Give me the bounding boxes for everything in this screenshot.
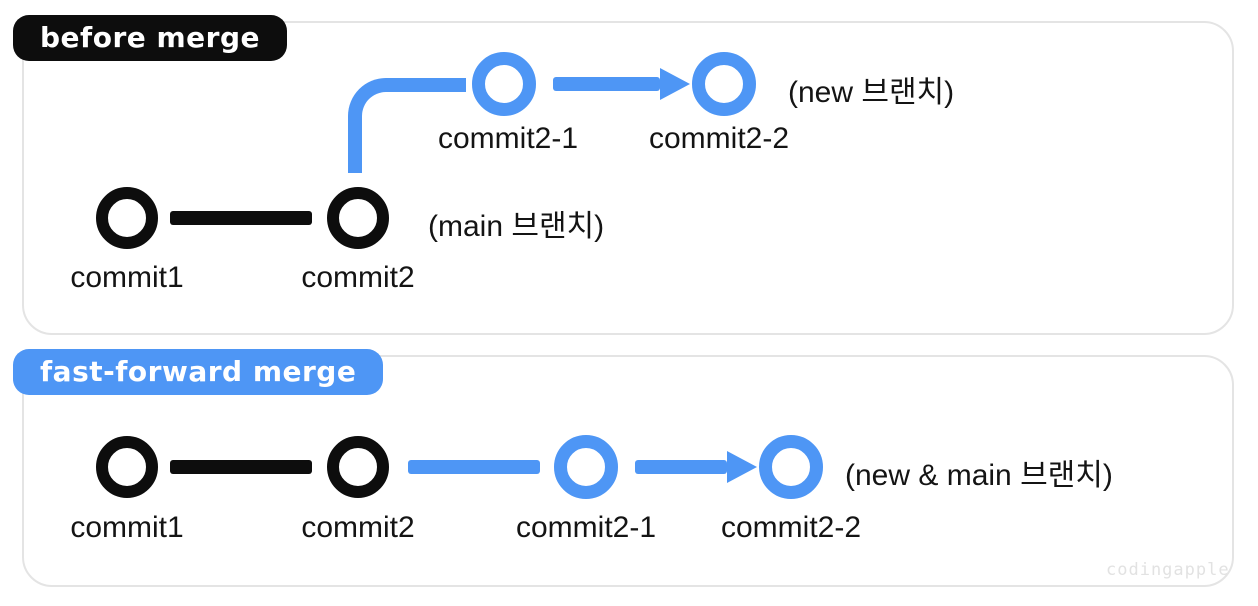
commit2-2-node-before <box>692 52 756 116</box>
commit1-node-ff <box>96 436 158 498</box>
edge-commit2-commit2-1-ff <box>408 460 540 474</box>
commit2-label-before: commit2 <box>301 261 415 294</box>
commit2-1-node-before <box>472 52 536 116</box>
commit2-1-node-ff <box>554 435 618 499</box>
commit1-label-ff: commit1 <box>70 511 184 544</box>
commit2-2-label-before: commit2-2 <box>648 122 790 155</box>
commit2-1-label-before: commit2-1 <box>437 122 579 155</box>
before-merge-panel <box>22 21 1234 335</box>
watermark: codingapple <box>1106 560 1230 580</box>
branch-fork-curve <box>348 78 466 173</box>
edge-commit1-commit2-before <box>170 211 312 225</box>
commit2-node-before <box>327 187 389 249</box>
commit2-2-label-ff: commit2-2 <box>720 511 862 544</box>
edge-commit1-commit2-ff <box>170 460 312 474</box>
before-merge-badge: before merge <box>13 15 288 61</box>
arrow-head-icon-before <box>660 68 690 100</box>
fast-forward-merge-badge: fast-forward merge <box>13 349 384 395</box>
commit2-node-ff <box>327 436 389 498</box>
commit1-label-before: commit1 <box>70 261 184 294</box>
arrow-shaft-before <box>553 77 660 91</box>
arrow-shaft-ff <box>635 460 727 474</box>
main-branch-annotation: (main 브랜치) <box>428 210 605 243</box>
new-branch-annotation: (new 브랜치) <box>788 76 955 109</box>
commit2-1-label-ff: commit2-1 <box>515 511 657 544</box>
commit2-2-node-ff <box>759 435 823 499</box>
commit1-node-before <box>96 187 158 249</box>
new-main-branch-annotation: (new & main 브랜치) <box>845 459 1113 492</box>
arrow-head-icon-ff <box>727 451 757 483</box>
commit2-label-ff: commit2 <box>301 511 415 544</box>
